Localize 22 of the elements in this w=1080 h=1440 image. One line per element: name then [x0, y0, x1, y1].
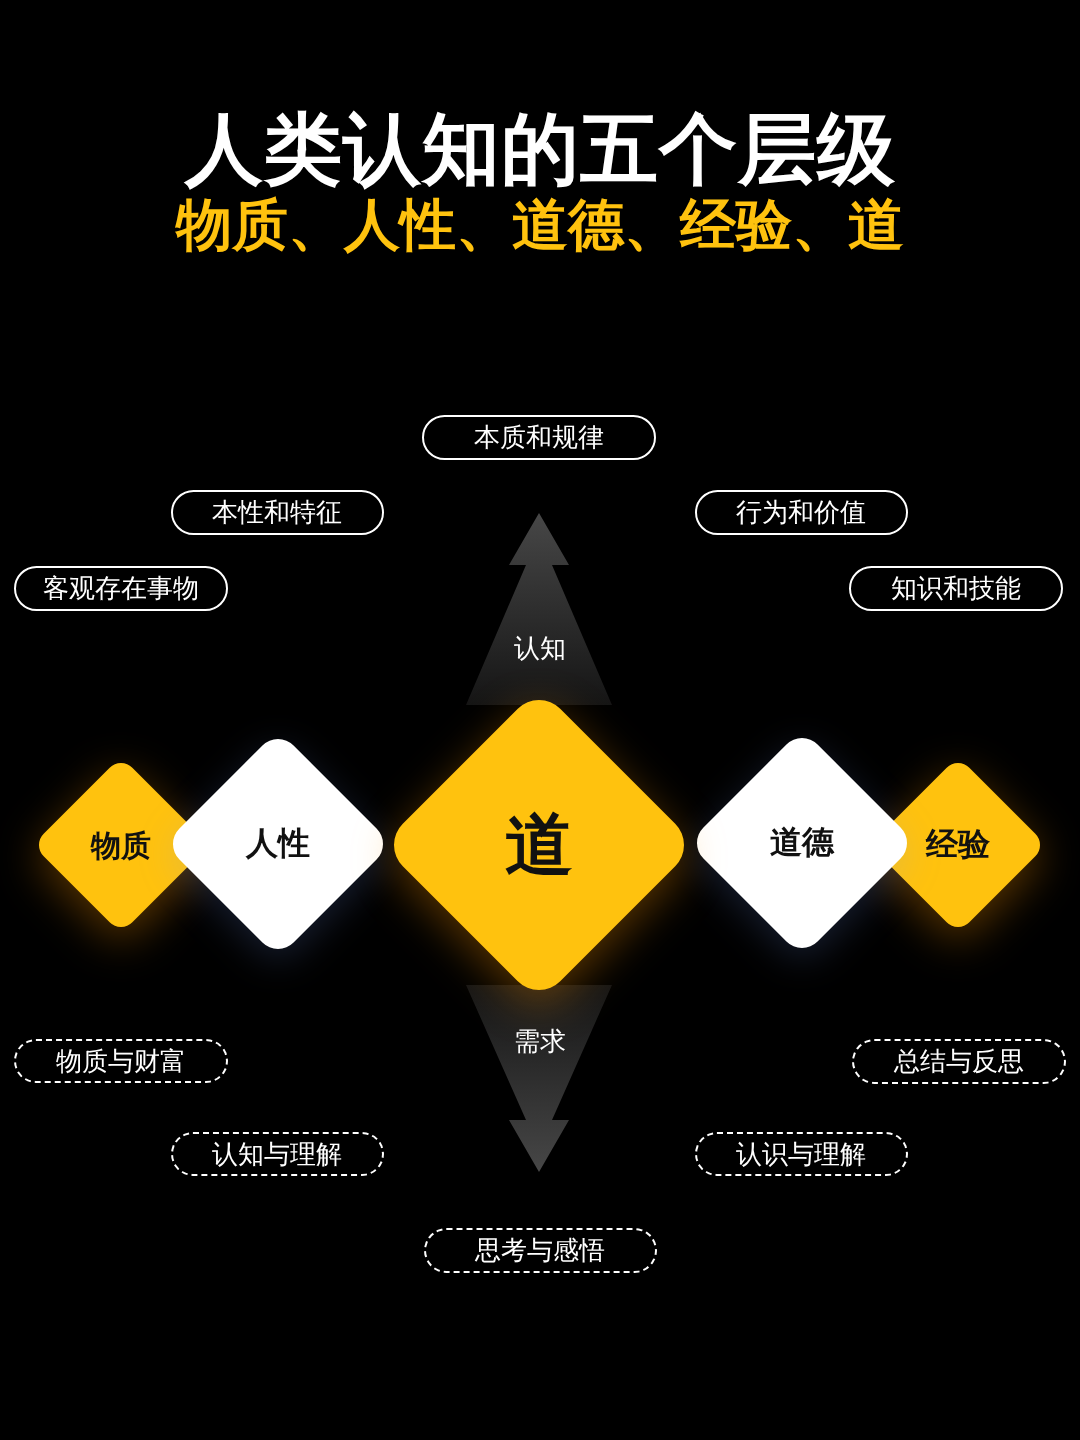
direction-label: 认知	[514, 633, 566, 665]
level-label: 道	[505, 807, 573, 883]
level-label: 道德	[770, 825, 834, 861]
keyword-tag: 客观存在事物	[14, 565, 228, 611]
subtitle: 物质、人性、道德、经验、道	[176, 192, 904, 258]
diamond	[173, 739, 383, 949]
level-label: 物质	[91, 828, 151, 862]
level-label: 人性	[246, 826, 310, 862]
dashed-keyword-tag: 思考与感悟	[423, 1227, 657, 1273]
level-label: 经验	[926, 827, 990, 863]
direction-label: 需求	[514, 1026, 566, 1058]
dashed-keyword-tag: 认识与理解	[694, 1132, 908, 1176]
diamond	[394, 700, 684, 990]
dashed-keyword-tag: 认知与理解	[170, 1132, 384, 1176]
dashed-keyword-tag: 总结与反思	[852, 1038, 1066, 1084]
keyword-tag: 知识和技能	[849, 565, 1063, 611]
keyword-tag: 本质和规律	[422, 414, 656, 460]
dashed-keyword-tag: 物质与财富	[14, 1039, 228, 1083]
keyword-tag: 行为和价值	[694, 489, 908, 535]
diamond	[697, 738, 907, 948]
title: 人类认知的五个层级	[184, 104, 896, 194]
keyword-tag: 本性和特征	[170, 489, 384, 535]
